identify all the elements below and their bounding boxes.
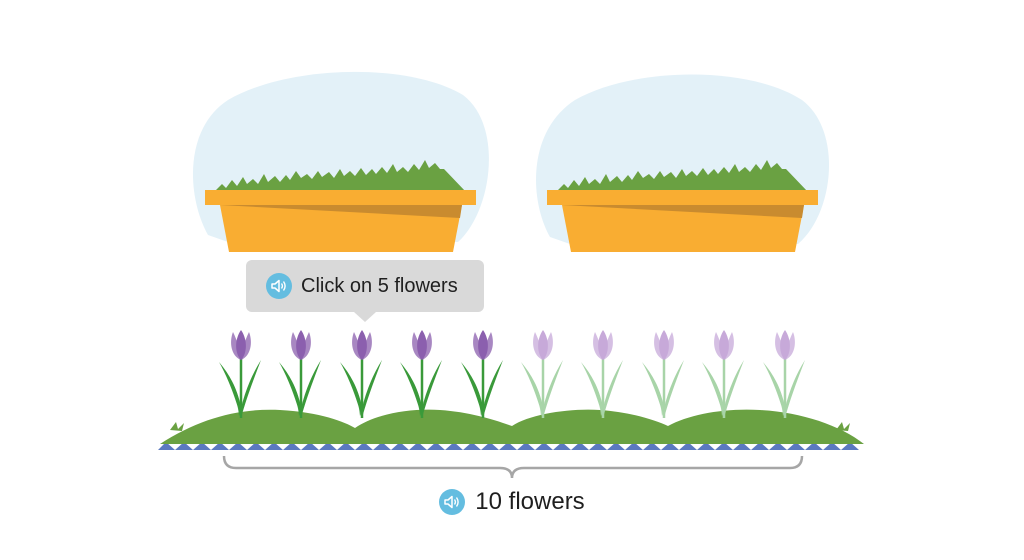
speaker-icon[interactable] [266, 273, 292, 299]
flower[interactable] [761, 326, 809, 425]
total-count-text: 10 flowers [475, 488, 585, 515]
planter-right-graphic [536, 74, 830, 252]
planter-left-graphic [192, 71, 489, 252]
planter-left[interactable] [188, 70, 493, 255]
flower[interactable] [217, 326, 265, 425]
flower[interactable] [579, 326, 627, 425]
planter-right[interactable] [530, 72, 835, 257]
instruction-tooltip: Click on 5 flowers [246, 260, 484, 322]
flower[interactable] [277, 326, 325, 425]
total-label: 10 flowers [0, 488, 1024, 516]
flower[interactable] [459, 326, 507, 425]
instruction-text: Click on 5 flowers [301, 274, 458, 297]
flower[interactable] [398, 326, 446, 425]
flower[interactable] [700, 326, 748, 425]
flower[interactable] [338, 326, 386, 425]
flower[interactable] [519, 326, 567, 425]
flower[interactable] [640, 326, 688, 425]
speaker-icon[interactable] [439, 489, 466, 515]
